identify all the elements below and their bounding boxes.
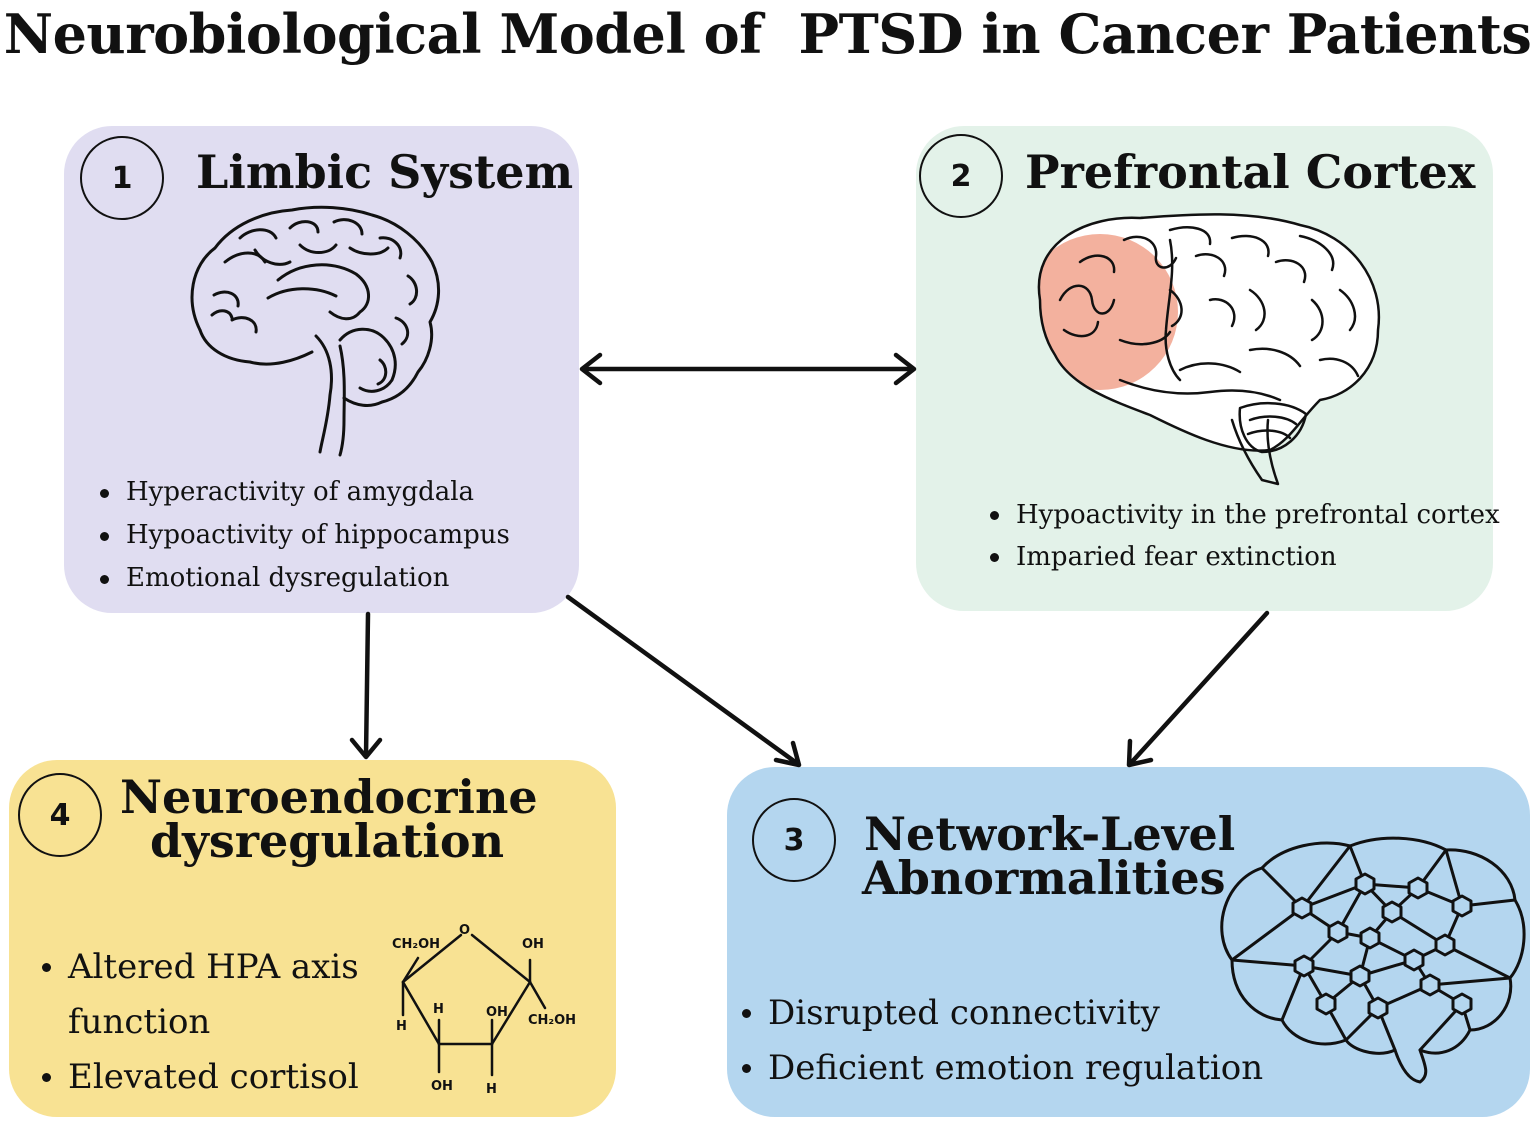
molecule-label: H (486, 1082, 497, 1097)
step-number-1: 1 (80, 136, 164, 220)
arrow-limbic-prefrontal-bidirectional (579, 352, 917, 386)
limbic-bullet-list: Hyperactivity of amygdala Hypoactivity o… (96, 471, 510, 600)
prefrontal-bullet: Imparied fear extinction (986, 536, 1500, 578)
step-number-3: 3 (752, 798, 836, 882)
network-brain-icon (1220, 836, 1526, 1084)
network-bullet-list: Disrupted connectivity Deficient emotion… (738, 986, 1263, 1096)
molecule-label: OH (431, 1079, 453, 1094)
molecule-label: OH (522, 937, 544, 952)
limbic-system-heading: Limbic System (196, 145, 574, 199)
step-number-2: 2 (919, 134, 1003, 218)
limbic-bullet: Emotional dysregulation (96, 557, 510, 600)
brain-sagittal-icon (190, 205, 441, 457)
molecule-label: OH (486, 1005, 508, 1020)
prefrontal-bullet: Hypoactivity in the prefrontal cortex (986, 494, 1500, 536)
arrow-limbic-to-network (565, 594, 802, 768)
molecule-label: O (459, 923, 470, 938)
neuroendocrine-bullet: Altered HPA axis function (38, 940, 368, 1050)
network-heading-line-1: Network-Level (864, 807, 1236, 861)
brain-prefrontal-highlight-icon (1037, 213, 1381, 486)
network-bullet: Disrupted connectivity (738, 986, 1263, 1041)
arrow-limbic-to-neuroendocrine (349, 611, 383, 760)
network-bullet: Deficient emotion regulation (738, 1041, 1263, 1096)
neuroendocrine-panel (9, 760, 616, 1117)
molecule-label: CH₂OH (528, 1013, 576, 1028)
network-heading-line-2: Abnormalities (862, 851, 1226, 905)
prefrontal-cortex-heading: Prefrontal Cortex (1025, 145, 1476, 199)
limbic-bullet: Hyperactivity of amygdala (96, 471, 510, 514)
neuroendocrine-heading-line-2: dysregulation (150, 814, 505, 868)
molecule-label: H (433, 1002, 444, 1017)
sugar-ring-structure-icon: O CH₂OH OH H H OH CH₂OH OH H (392, 923, 576, 1097)
step-number-4: 4 (18, 773, 102, 857)
limbic-bullet: Hypoactivity of hippocampus (96, 514, 510, 557)
neuroendocrine-heading-line-1: Neuroendocrine (120, 770, 538, 824)
diagram-title: Neurobiological Model of PTSD in Cancer … (3, 2, 1532, 66)
prefrontal-bullet-list: Hypoactivity in the prefrontal cortex Im… (986, 494, 1500, 578)
arrow-prefrontal-to-network (1126, 610, 1270, 768)
molecule-label: CH₂OH (392, 937, 440, 952)
neuroendocrine-bullet-list: Altered HPA axis function Elevated corti… (38, 940, 368, 1105)
molecule-label: H (396, 1019, 407, 1034)
neuroendocrine-bullet: Elevated cortisol (38, 1050, 368, 1105)
network-level-panel (727, 767, 1530, 1117)
